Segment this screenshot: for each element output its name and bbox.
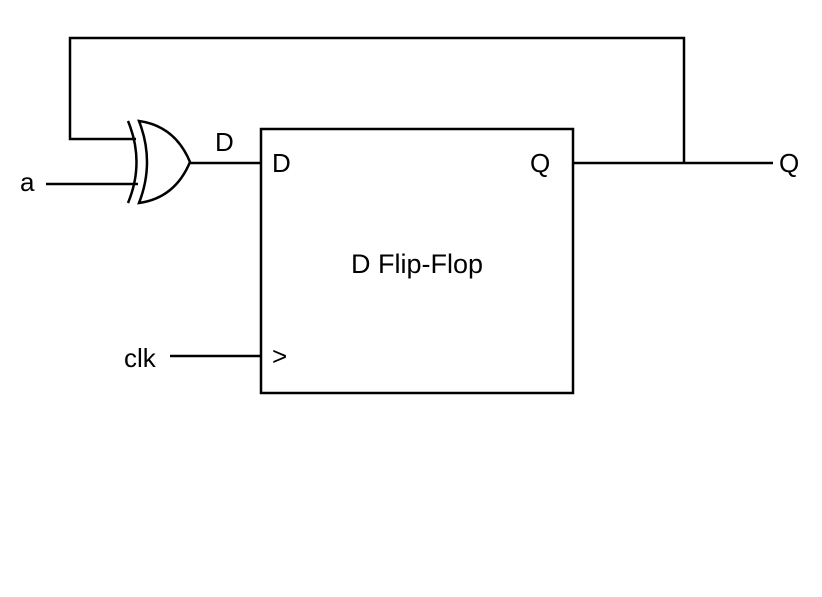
d-flip-flop-block <box>259 127 575 395</box>
xor-gate-input-arc <box>126 120 138 204</box>
flipflop-q-port-label: Q <box>530 148 550 178</box>
d-wire-label: D <box>215 127 234 157</box>
xor-gate-body <box>137 119 192 205</box>
flipflop-clk-port-label: > <box>272 341 287 371</box>
feedback-wire <box>68 36 686 163</box>
flipflop-title: D Flip-Flop <box>351 249 483 279</box>
flipflop-d-port-label: D <box>272 148 291 178</box>
xor-gate <box>126 119 192 205</box>
output-q-label: Q <box>779 148 799 178</box>
input-a-label: a <box>20 167 35 197</box>
clk-input-label: clk <box>124 343 157 373</box>
